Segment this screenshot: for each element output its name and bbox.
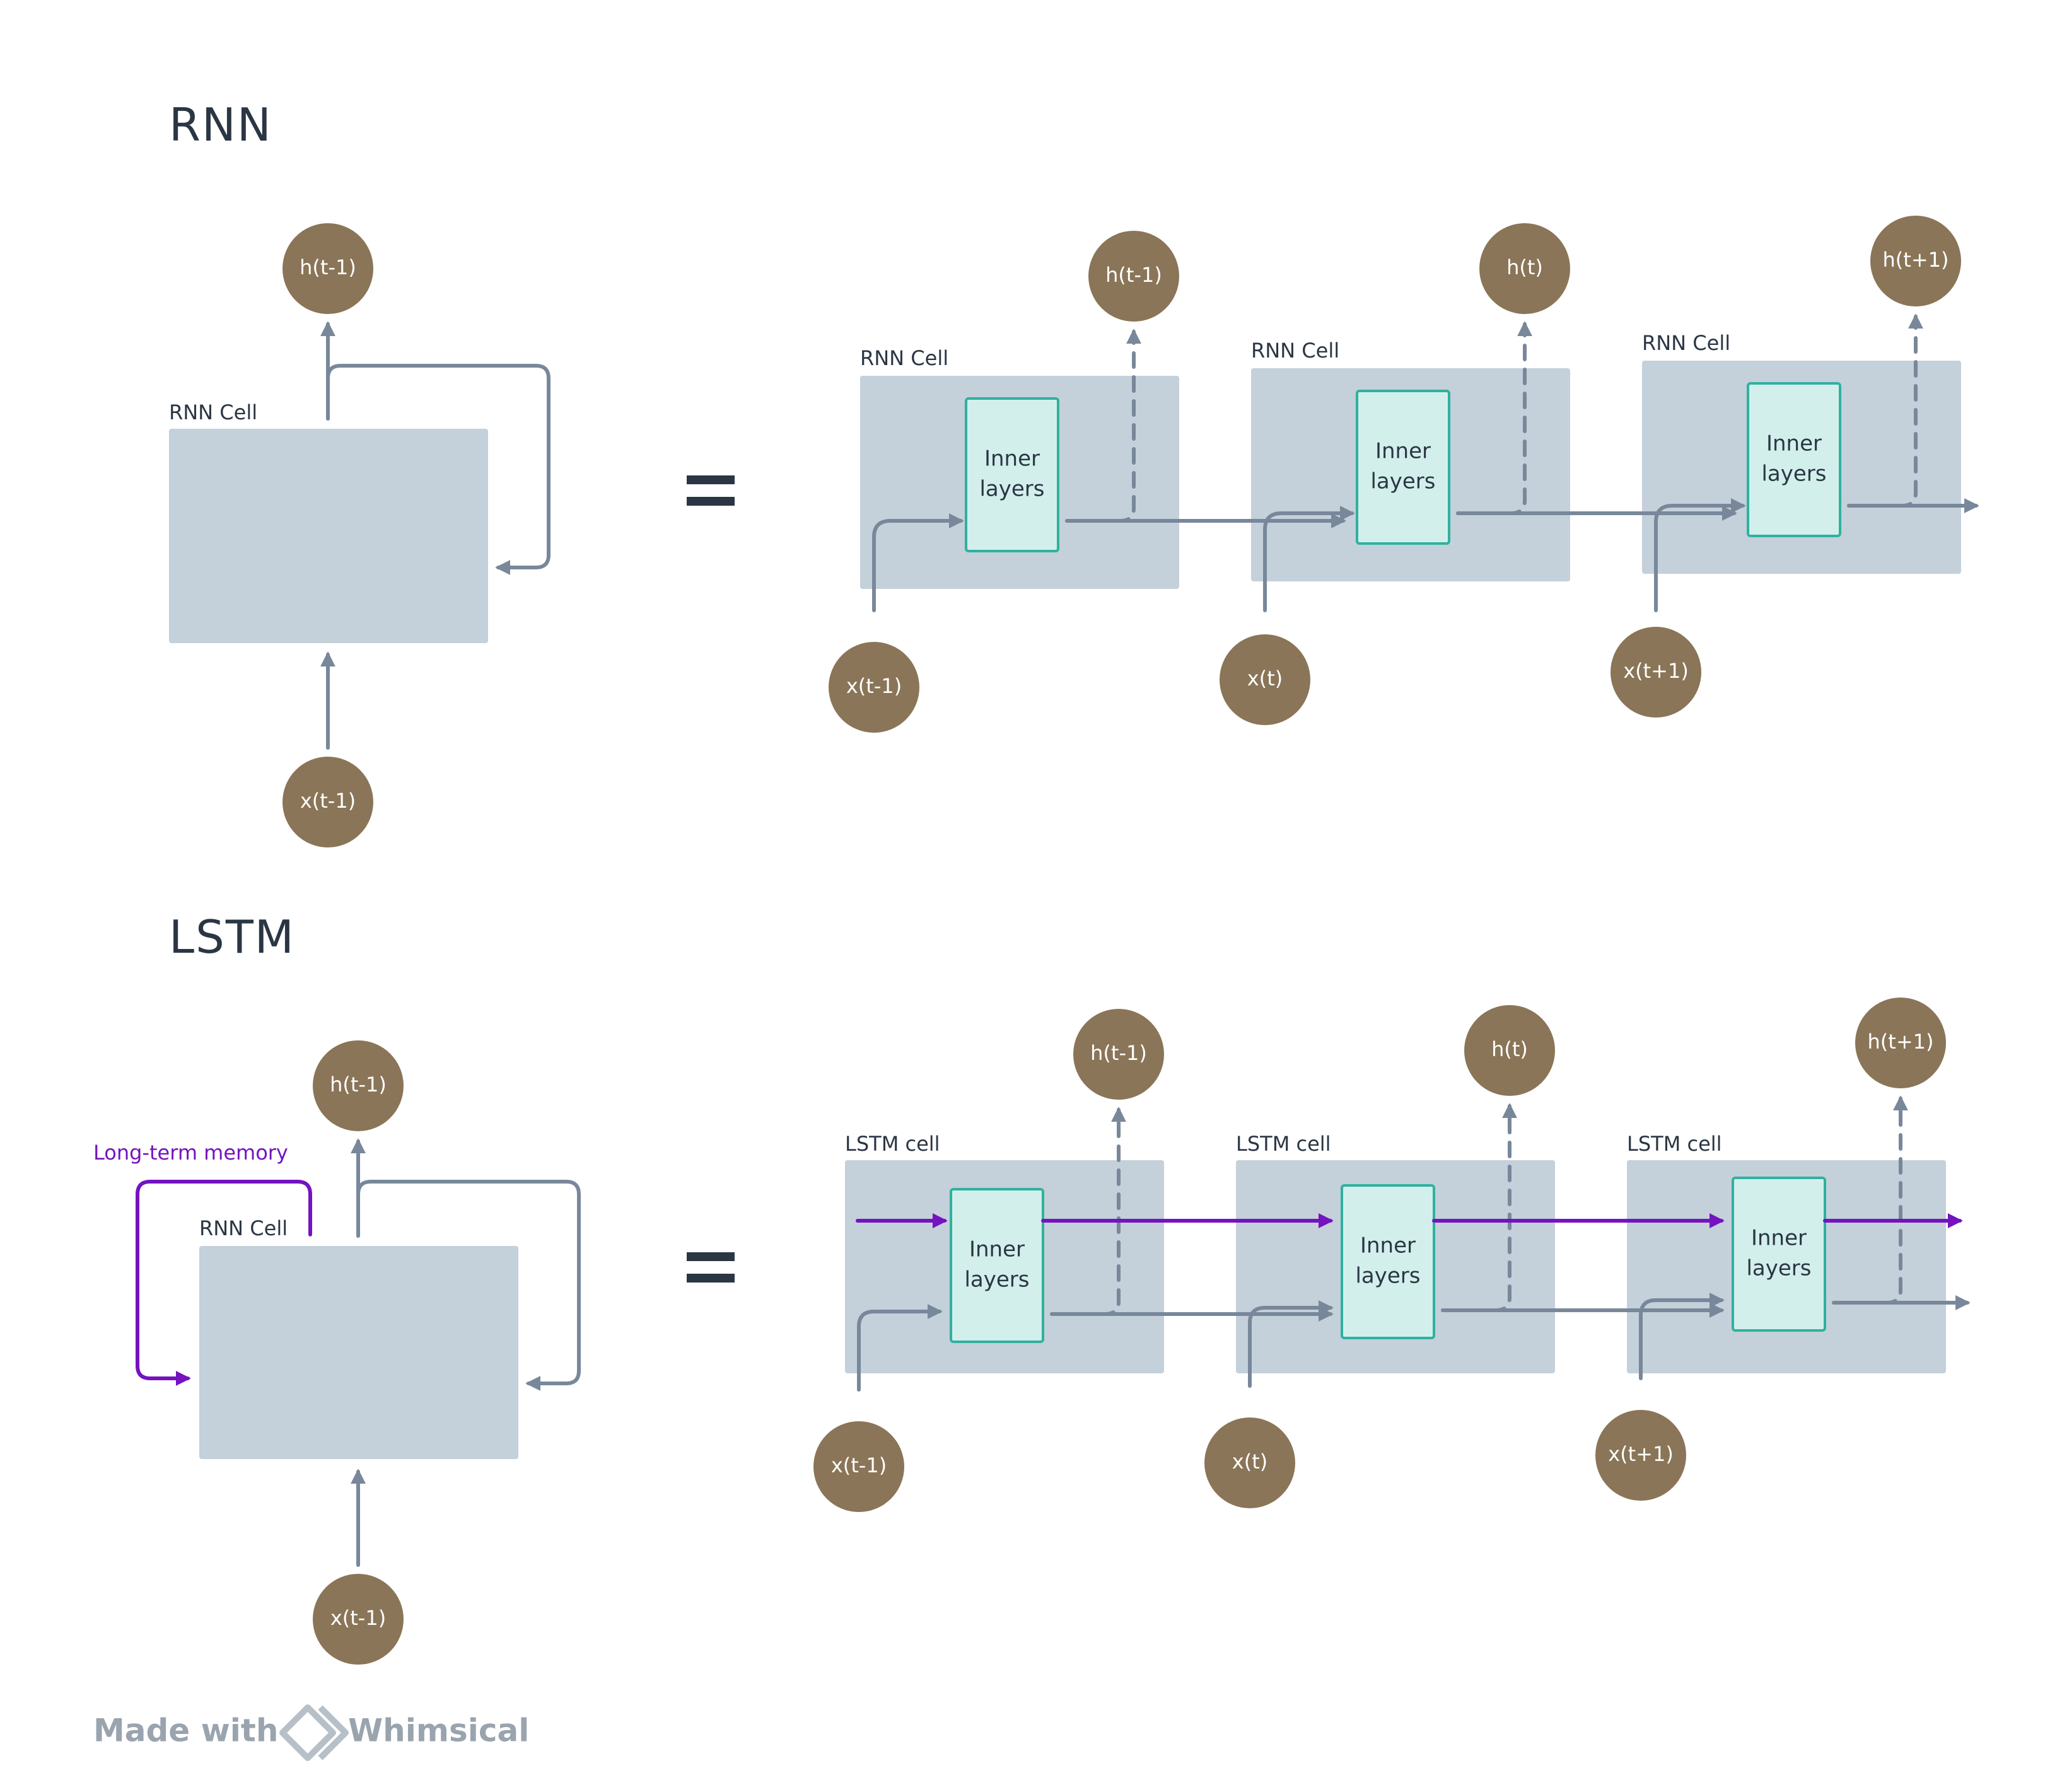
lstm-unrolled-2-output-node-circle — [1464, 1005, 1555, 1096]
lstm-unrolled-1-cell-label: LSTM cell — [845, 1132, 940, 1156]
lstm-folded-output-node-circle — [313, 1040, 404, 1131]
lstm-unrolled-1-inner-layers-text-1: Inner — [969, 1237, 1025, 1262]
lstm-unrolled-3-output-node-circle — [1855, 998, 1946, 1088]
lstm-unrolled-3-output-node-label: h(t+1) — [1868, 1030, 1934, 1054]
rnn-unrolled-1-inner-layers-text-2: layers — [979, 477, 1044, 502]
lstm-folded-input-node-circle — [313, 1574, 404, 1665]
rnn-unrolled-2-output-node-label: h(t) — [1506, 255, 1543, 279]
rnn-unrolled-1-output-node-circle — [1088, 231, 1179, 322]
rnn-unrolled-3-input-arrow — [1654, 498, 1746, 612]
rnn-unrolled-1-input-arrow — [872, 513, 964, 612]
lstm-unrolled-3-inner-layers — [1732, 1177, 1826, 1332]
rnn-folded-cell-label: RNN Cell — [169, 400, 257, 424]
lstm-unrolled-1-input-node-circle — [813, 1421, 904, 1512]
rnn-equals-sign-bar-top — [687, 475, 735, 484]
rnn-unrolled-2-inner-layers-text-1: Inner — [1375, 439, 1431, 464]
rnn-equals-sign-bar-bottom — [687, 497, 735, 506]
lstm-unrolled-3-input-node-label: x(t+1) — [1608, 1442, 1674, 1466]
rnn-unrolled-2-input-arrow — [1263, 506, 1355, 612]
lstm-unrolled-2-inner-layers — [1341, 1184, 1435, 1339]
rnn-folded-input-node-label: x(t-1) — [300, 789, 356, 813]
lstm-unrolled-1-input-arrow — [857, 1304, 943, 1392]
rnn-folded-cell-box — [169, 429, 488, 643]
lstm-unrolled-3-cell-label: LSTM cell — [1627, 1132, 1722, 1156]
rnn-unrolled-2-inner-layers — [1356, 390, 1450, 545]
lstm-unrolled-3-input-arrow — [1639, 1293, 1725, 1380]
rnn-folded-input-node-circle — [283, 757, 373, 847]
rnn-unrolled-2-output-node-circle — [1479, 223, 1570, 314]
lstm-unrolled-3-inner-layers-text-2: layers — [1746, 1256, 1811, 1281]
lstm-folded-input-node-label: x(t-1) — [330, 1606, 386, 1630]
rnn-unrolled-3-inner-layers-text-1: Inner — [1766, 431, 1822, 457]
footer-brand-text: Whimsical — [348, 1713, 529, 1749]
lstm-unrolled-3-inner-layers-text-1: Inner — [1751, 1226, 1807, 1251]
rnn-unrolled-3-input-node-circle — [1611, 627, 1701, 718]
rnn-folded-output-node-label: h(t-1) — [300, 255, 356, 279]
rnn-unrolled-1-output-node-label: h(t-1) — [1105, 263, 1162, 287]
lstm-folded-recurrent-arrow — [356, 1180, 581, 1391]
lstm-unrolled-2-inner-layers-text-1: Inner — [1360, 1233, 1416, 1259]
rnn-unrolled-3-cell-label: RNN Cell — [1642, 331, 1730, 355]
lstm-section-title: LSTM — [169, 911, 295, 963]
rnn-folded-output-node-circle — [283, 223, 373, 314]
rnn-section-title: RNN — [169, 98, 272, 151]
lstm-unrolled-2-input-arrow — [1248, 1300, 1334, 1388]
lstm-folded-cell-label: RNN Cell — [199, 1216, 288, 1240]
rnn-folded-recurrent-arrow — [326, 364, 550, 575]
lstm-unrolled-2-output-node-label: h(t) — [1491, 1037, 1528, 1061]
footer-made-with-text: Made with — [93, 1713, 278, 1749]
rnn-unrolled-2-cell-label: RNN Cell — [1251, 339, 1339, 363]
rnn-unrolled-3-output-node-label: h(t+1) — [1883, 248, 1949, 272]
lstm-folded-output-node-label: h(t-1) — [330, 1073, 387, 1097]
rnn-unrolled-3-output-node-circle — [1870, 216, 1961, 306]
rnn-unrolled-3-inner-layers — [1747, 382, 1841, 537]
lstm-equals-sign-bar-bottom — [687, 1274, 735, 1283]
lstm-unrolled-1-output-node-label: h(t-1) — [1090, 1041, 1147, 1065]
rnn-unrolled-1-input-node-label: x(t-1) — [846, 674, 902, 698]
rnn-unrolled-1-inner-layers-text-1: Inner — [984, 446, 1040, 472]
rnn-unrolled-2-inner-layers-text-2: layers — [1370, 469, 1435, 494]
rnn-unrolled-1-inner-layers — [965, 397, 1059, 552]
lstm-unrolled-1-output-node-circle — [1073, 1009, 1164, 1100]
lstm-unrolled-2-input-node-circle — [1204, 1417, 1295, 1508]
lstm-unrolled-1-input-node-label: x(t-1) — [831, 1453, 887, 1477]
lstm-unrolled-2-cell-label: LSTM cell — [1236, 1132, 1331, 1156]
whimsical-logo-icon-part-1 — [279, 1704, 336, 1761]
rnn-unrolled-3-input-node-label: x(t+1) — [1623, 659, 1689, 683]
rnn-unrolled-1-cell-label: RNN Cell — [860, 346, 948, 370]
rnn-unrolled-3-inner-layers-text-2: layers — [1761, 462, 1826, 487]
lstm-folded-cell-box — [199, 1246, 518, 1459]
rnn-unrolled-2-input-node-circle — [1220, 634, 1310, 725]
lstm-unrolled-3-input-node-circle — [1595, 1410, 1686, 1501]
lstm-folded-memory-arrow — [136, 1180, 312, 1386]
rnn-unrolled-1-input-node-circle — [829, 642, 919, 733]
lstm-unrolled-2-input-node-label: x(t) — [1232, 1450, 1267, 1474]
lstm-long-term-memory-label: Long-term memory — [93, 1141, 288, 1165]
lstm-unrolled-1-inner-layers-text-2: layers — [964, 1267, 1029, 1293]
lstm-unrolled-2-inner-layers-text-2: layers — [1355, 1264, 1420, 1289]
rnn-unrolled-2-input-node-label: x(t) — [1247, 666, 1283, 690]
lstm-equals-sign-bar-top — [687, 1252, 735, 1261]
lstm-unrolled-1-inner-layers — [950, 1188, 1044, 1343]
whimsical-logo-icon-part-2 — [318, 1705, 349, 1760]
